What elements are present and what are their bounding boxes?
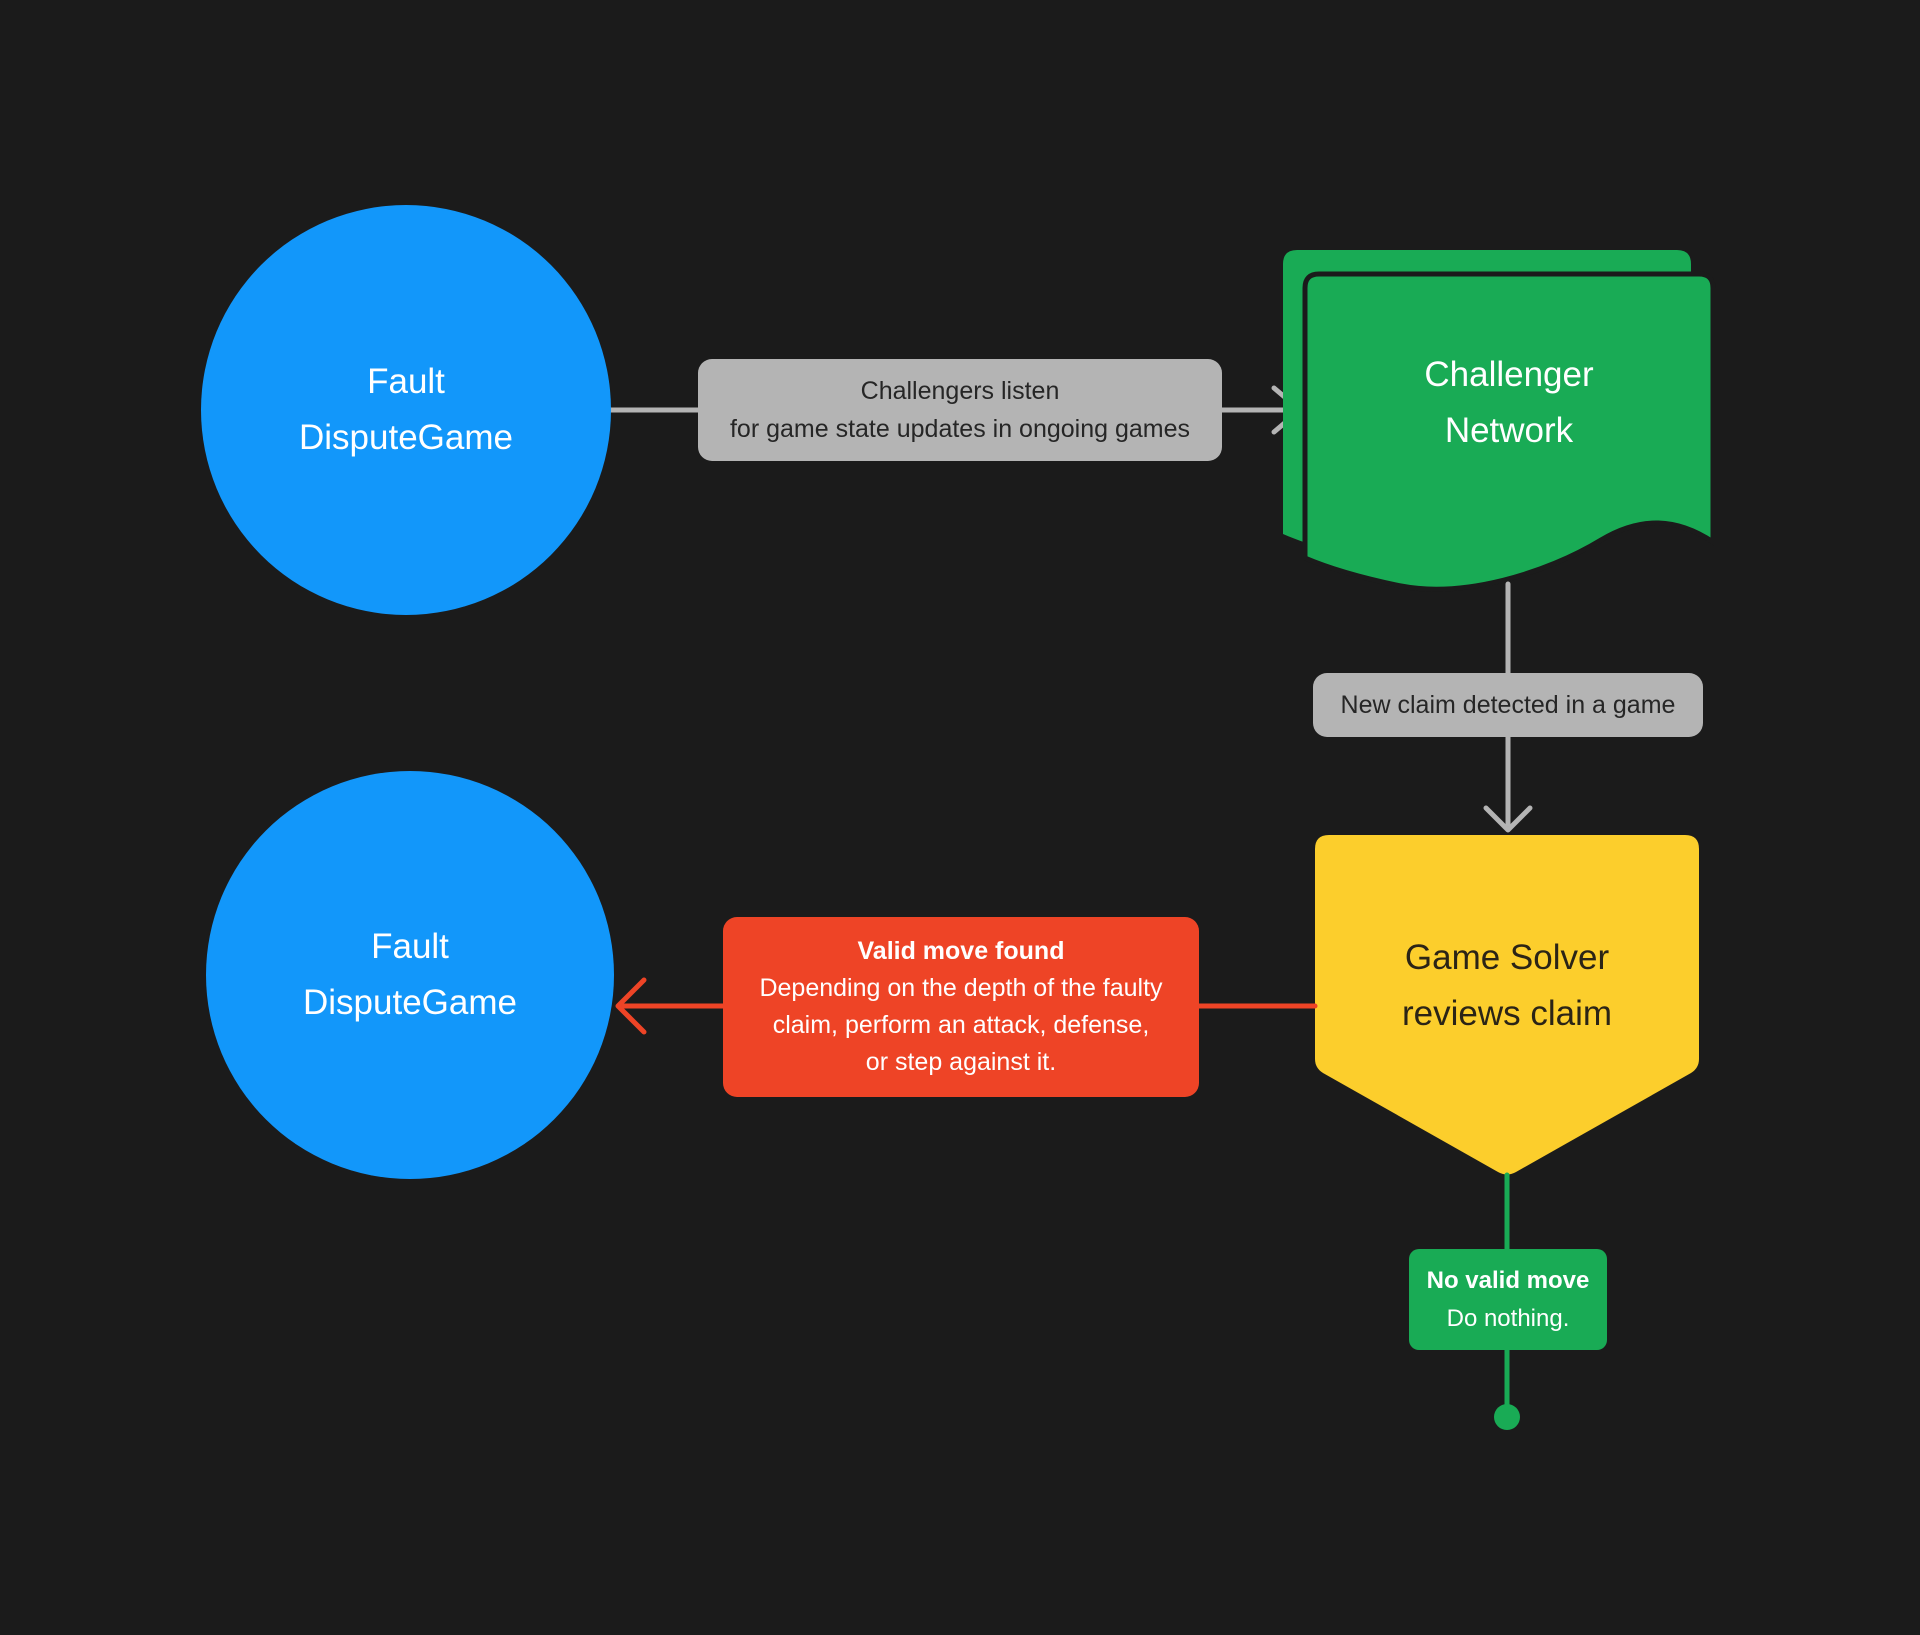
- valid-move-title: Valid move found: [857, 937, 1065, 965]
- node-label-line: DisputeGame: [299, 418, 513, 457]
- valid-move-line: or step against it.: [865, 1048, 1057, 1076]
- node-label-line: reviews claim: [1401, 994, 1613, 1033]
- node-label-line: Fault: [371, 927, 449, 966]
- game-solver-shape: [1315, 835, 1699, 1175]
- arrowhead-down-icon: [1483, 805, 1533, 833]
- node-label-line: DisputeGame: [303, 983, 517, 1022]
- edge-label-no-valid-move: No valid move Do nothing.: [1409, 1249, 1607, 1350]
- fault-dispute-game-node-bottom: Fault DisputeGame: [206, 771, 614, 1179]
- end-dot: [1494, 1404, 1520, 1430]
- edge-label-valid-move: Valid move found Depending on the depth …: [723, 917, 1199, 1097]
- edge-label-challengers-listen: Challengers listen for game state update…: [698, 359, 1222, 461]
- edge-label-line: Challengers listen: [860, 377, 1060, 405]
- valid-move-line: claim, perform an attack, defense,: [772, 1011, 1150, 1039]
- node-label-line: Network: [1444, 411, 1574, 450]
- valid-move-line: Depending on the depth of the faulty: [759, 974, 1163, 1002]
- game-solver-node: Game Solver reviews claim: [1327, 930, 1687, 1042]
- no-valid-move-line: Do nothing.: [1446, 1304, 1570, 1332]
- node-label-line: Game Solver: [1404, 938, 1610, 977]
- node-label-line: Fault: [367, 362, 445, 401]
- edge-label-line: for game state updates in ongoing games: [729, 415, 1191, 443]
- challenger-network-shape-front: [1302, 271, 1716, 592]
- edge-label-new-claim: New claim detected in a game: [1313, 673, 1703, 737]
- edge-label-line: New claim detected in a game: [1340, 691, 1676, 719]
- node-label-line: Challenger: [1424, 355, 1594, 394]
- challenger-network-node: Challenger Network: [1329, 347, 1689, 459]
- arrowhead-left-icon: [615, 977, 647, 1035]
- no-valid-move-title: No valid move: [1426, 1266, 1590, 1294]
- fault-dispute-game-node-top: Fault DisputeGame: [201, 205, 611, 615]
